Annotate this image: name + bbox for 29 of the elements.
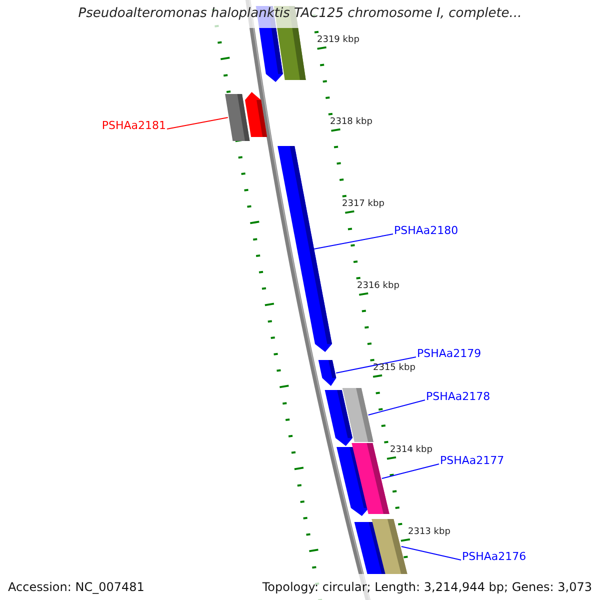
scale-label: 2318 kbp <box>330 117 372 128</box>
leader-line <box>336 356 416 374</box>
scale-label: 2315 kbp <box>373 363 416 374</box>
gene-feature <box>318 360 336 386</box>
gene-feature <box>372 519 408 574</box>
leader-line <box>314 234 394 250</box>
accession-note: Accession: NC_007481 <box>8 579 144 596</box>
gene-label: PSHAa2179 <box>417 347 485 361</box>
gene-feature <box>225 94 250 141</box>
gene-feature <box>352 443 390 514</box>
scale-label: 2316 kbp <box>357 281 400 292</box>
gene-feature <box>245 92 268 137</box>
gene-feature <box>342 388 374 442</box>
scale-label: 2313 kbp <box>408 527 450 538</box>
gene-label: PSHAa2178 <box>426 390 494 404</box>
scale-label: 2319 kbp <box>317 35 360 46</box>
map-title: Pseudoalteromonas haloplanktis TAC125 chromosome I, complete... <box>78 5 522 24</box>
gene-feature <box>278 146 332 352</box>
genome-summary: Topology: circular; Length: 3,214,944 bp; Genes: 3,073 <box>262 579 592 596</box>
leader-line <box>400 546 462 560</box>
gene-label: PSHAa2180 <box>394 224 462 238</box>
leader-line <box>166 117 228 130</box>
gene-label: PSHAa2181 <box>98 119 166 133</box>
scale-label: 2317 kbp <box>342 199 384 210</box>
gene-label: PSHAa2176 <box>462 550 530 564</box>
gene-label: PSHAa2177 <box>440 454 508 468</box>
leader-line <box>368 400 426 416</box>
leader-line <box>381 464 440 479</box>
scale-label: 2314 kbp <box>390 445 432 456</box>
